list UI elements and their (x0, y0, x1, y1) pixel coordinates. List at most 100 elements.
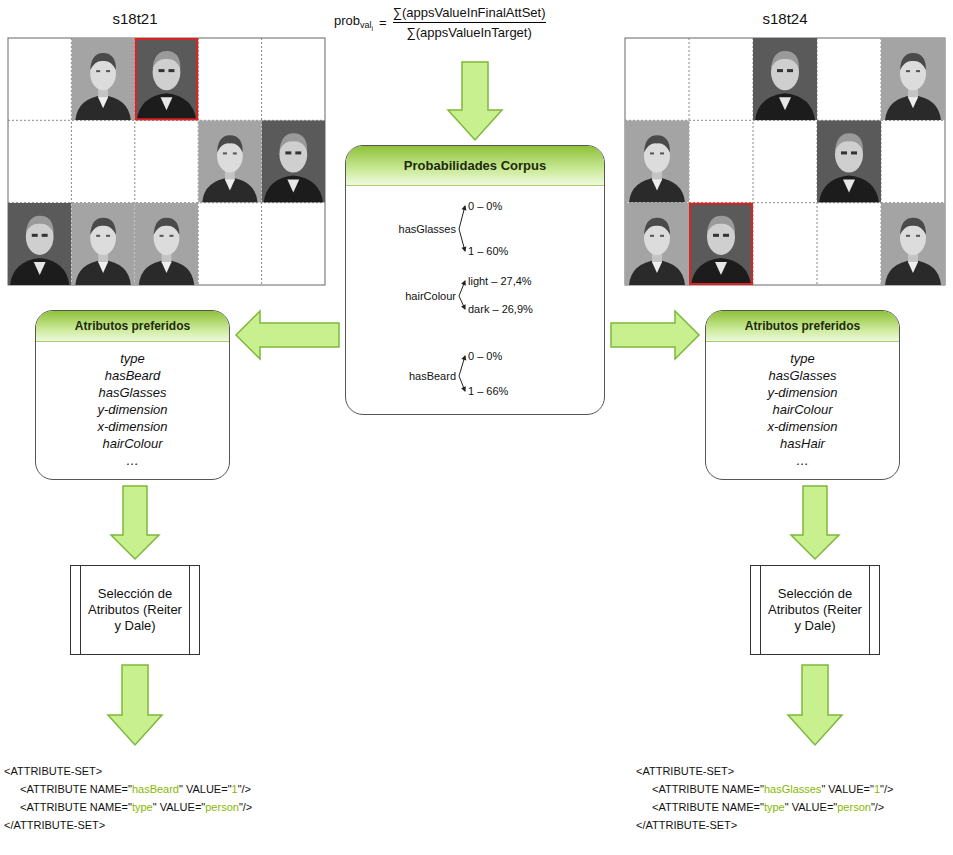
xml-value: hasBeard (132, 783, 179, 795)
formula-subscript-index: i (372, 25, 374, 32)
xml-markup: <ATTRIBUTE NAME=" (652, 783, 764, 795)
formula: probvali=∑(appsValueInFinalAttSet)∑(apps… (334, 5, 546, 40)
tree-branch (459, 281, 465, 296)
tree-branch (459, 296, 465, 309)
attribute-value: light – 27,4% (468, 274, 532, 288)
xml-markup: " VALUE=" (179, 783, 232, 795)
target-highlight (690, 204, 752, 284)
panel-header: Probabilidades Corpus (346, 146, 604, 186)
attribute-name: hairColour (405, 289, 456, 303)
xml-markup: <ATTRIBUTE NAME=" (20, 801, 132, 813)
xml-markup: <ATTRIBUTE-SET> (636, 765, 734, 777)
portrait (753, 38, 817, 120)
tree-branch (459, 376, 465, 391)
attribute-value: 0 – 0% (468, 199, 502, 213)
rounded-panel: Atributos preferidostypehasGlassesy-dime… (705, 310, 900, 480)
process-bar (869, 566, 870, 654)
xml-markup: <ATTRIBUTE-SET> (4, 765, 102, 777)
attribute-item: hasGlasses (42, 384, 223, 401)
portrait (198, 120, 261, 202)
process-box: Selección de Atributos (Reiter y Dale) (750, 565, 880, 655)
tree-arrowhead (461, 355, 466, 361)
attribute-item: x-dimension (712, 418, 893, 435)
block-arrow (788, 665, 842, 745)
attribute-item: y-dimension (712, 384, 893, 401)
portrait (135, 203, 198, 285)
portrait (71, 38, 134, 120)
attribute-item: y-dimension (42, 401, 223, 418)
xml-markup: </ATTRIBUTE-SET> (636, 819, 737, 831)
tree-arrowhead (461, 386, 466, 392)
attribute-list: typehasGlassesy-dimensionhairColourx-dim… (706, 342, 899, 479)
portrait (881, 203, 945, 285)
block-arrow (448, 62, 502, 140)
tree-arrowhead (462, 246, 467, 251)
portrait (689, 203, 753, 285)
target-highlight (136, 39, 197, 119)
attribute-value: 0 – 0% (468, 349, 502, 363)
block-arrow (108, 665, 162, 745)
block-arrow (611, 311, 699, 359)
attribute-value: 1 – 60% (468, 244, 508, 258)
panel-header: Atributos preferidos (36, 311, 229, 342)
process-bar (760, 566, 761, 654)
xml-value: 1 (232, 783, 238, 795)
attribute-name: hasGlasses (399, 222, 456, 236)
portrait (135, 38, 198, 120)
block-arrow (236, 311, 339, 359)
formula-equals: = (379, 15, 387, 30)
attribute-item: hairColour (712, 401, 893, 418)
portrait (71, 203, 134, 285)
attribute-item: … (712, 452, 893, 469)
portrait (881, 38, 945, 120)
xml-line: <ATTRIBUTE-SET> (4, 762, 252, 780)
block-arrow (791, 486, 839, 559)
xml-value: hasGlasses (764, 783, 821, 795)
grid-lines (625, 38, 945, 285)
portrait (625, 120, 689, 202)
grid-frame (625, 38, 945, 285)
attribute-item: hasHair (712, 435, 893, 452)
formula-subscript-text: val (360, 20, 372, 30)
formula-symbol: probvali (334, 13, 373, 32)
portrait (625, 203, 689, 285)
grid-frame (8, 38, 325, 285)
attribute-item: type (712, 350, 893, 367)
grid-title: s18t24 (720, 10, 850, 27)
attribute-value: dark – 26,9% (468, 302, 533, 316)
xml-markup: <ATTRIBUTE NAME=" (20, 783, 132, 795)
xml-value: person (205, 801, 239, 813)
portrait (262, 120, 325, 202)
xml-value: type (132, 801, 153, 813)
formula-numerator: ∑(appsValueInFinalAttSet) (393, 5, 546, 20)
xml-markup: "/> (880, 783, 893, 795)
rounded-panel: Probabilidades Corpus hasGlasses 0 – 0% 1 –… (345, 145, 605, 415)
attribute-item: … (42, 452, 223, 469)
formula-denominator: ∑(appsValueInTarget) (406, 25, 531, 40)
process-bar (189, 566, 190, 654)
attribute-list: typehasBeardhasGlassesy-dimensionx-dimen… (36, 342, 229, 479)
panel-header: Atributos preferidos (706, 311, 899, 342)
process-label: Selección de Atributos (Reiter y Dale) (71, 586, 199, 634)
attribute-value: 1 – 66% (468, 384, 508, 398)
xml-markup: " VALUE=" (821, 783, 874, 795)
tree-arrowhead (461, 304, 466, 310)
attribute-item: x-dimension (42, 418, 223, 435)
block-arrow (111, 486, 159, 559)
rounded-panel: Atributos preferidostypehasBeardhasGlass… (35, 310, 230, 480)
xml-line: <ATTRIBUTE NAME="hasBeard" VALUE="1"/> (4, 780, 252, 798)
portrait (817, 120, 881, 202)
attribute-item: hasGlasses (712, 367, 893, 384)
xml-line: <ATTRIBUTE NAME="type" VALUE="person"/> (4, 798, 252, 816)
attribute-item: hasBeard (42, 367, 223, 384)
grid-title: s18t21 (70, 10, 200, 27)
xml-value: 1 (874, 783, 880, 795)
xml-markup: <ATTRIBUTE NAME=" (652, 801, 764, 813)
attribute-item: hairColour (42, 435, 223, 452)
formula-fraction: ∑(appsValueInFinalAttSet) ∑(appsValueInTa… (393, 5, 546, 40)
xml-line: </ATTRIBUTE-SET> (4, 816, 252, 834)
process-bar (80, 566, 81, 654)
xml-line: </ATTRIBUTE-SET> (636, 816, 893, 834)
portrait (8, 203, 71, 285)
xml-value: person (837, 801, 871, 813)
